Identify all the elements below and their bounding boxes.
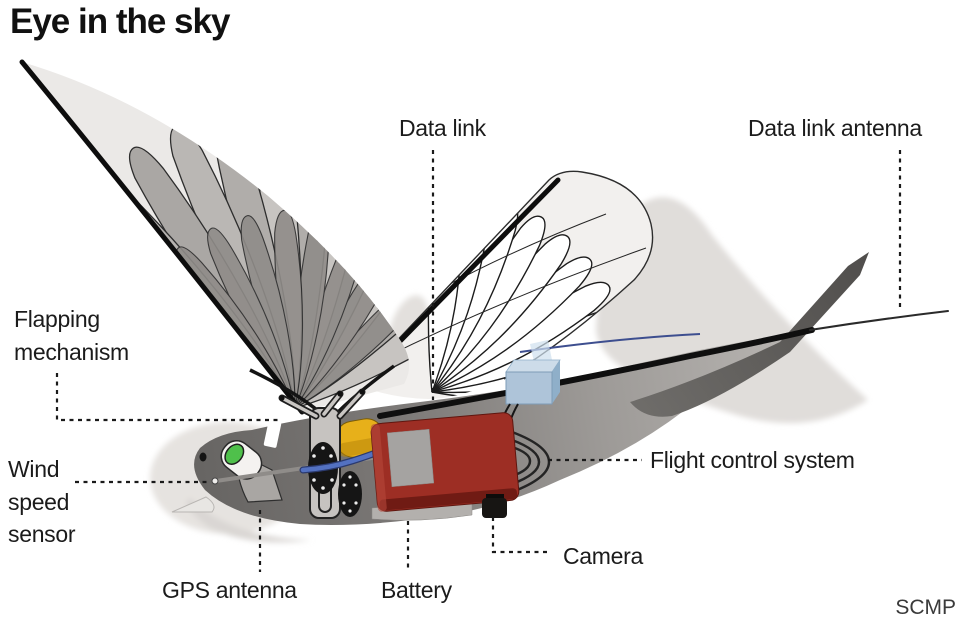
left-wing bbox=[19, 59, 410, 415]
leader-camera bbox=[491, 517, 550, 554]
label-camera: Camera bbox=[563, 543, 644, 569]
battery-box bbox=[370, 412, 520, 512]
leader-flapping-mechanism bbox=[55, 373, 280, 422]
source-credit: SCMP bbox=[895, 596, 956, 619]
data-link-module bbox=[502, 340, 561, 420]
label-data-link: Data link bbox=[399, 115, 486, 141]
linkage-arms bbox=[278, 388, 366, 420]
camera-lens bbox=[482, 494, 507, 518]
page-title: Eye in the sky bbox=[10, 2, 230, 41]
crank-disc bbox=[338, 471, 362, 517]
label-gps-antenna: GPS antenna bbox=[162, 577, 297, 603]
control-wire bbox=[299, 448, 382, 474]
beak bbox=[171, 496, 215, 513]
leader-lines bbox=[55, 150, 902, 572]
wind-speed-sensor-device bbox=[211, 439, 394, 503]
label-flight-control-system: Flight control system bbox=[650, 447, 855, 473]
label-data-link-antenna: Data link antenna bbox=[748, 115, 922, 141]
head-marking bbox=[263, 420, 282, 448]
label-flapping-mechanism: Flapping mechanism bbox=[14, 306, 129, 365]
antenna-wire bbox=[809, 310, 949, 331]
left-wing-spar bbox=[19, 59, 305, 415]
eye bbox=[199, 452, 207, 462]
tail-rod bbox=[377, 327, 815, 419]
antenna-coil bbox=[511, 430, 551, 494]
label-wind-speed-sensor: Wind speed sensor bbox=[8, 456, 76, 548]
tail-fin bbox=[630, 252, 869, 417]
label-battery: Battery bbox=[381, 577, 452, 603]
battery-sticker bbox=[386, 428, 435, 487]
